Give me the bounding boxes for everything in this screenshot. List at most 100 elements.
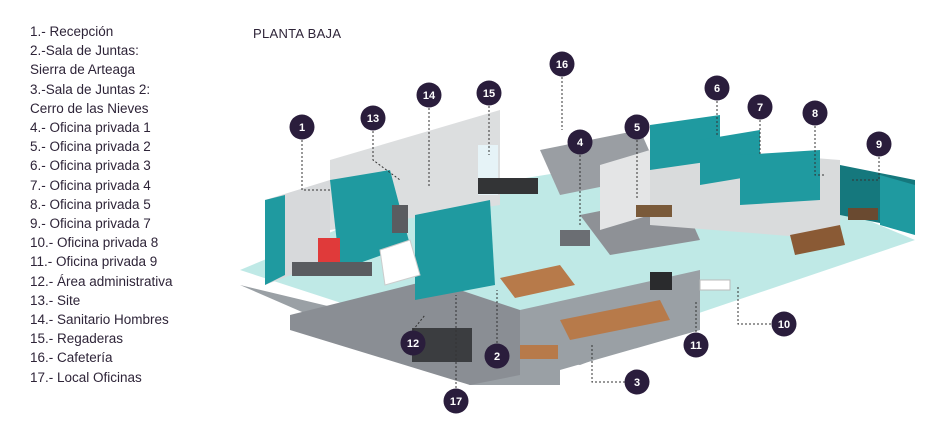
stairs	[379, 239, 421, 286]
legend-item: 3.-Sala de Juntas 2:	[30, 81, 151, 97]
marker-12: 12	[400, 330, 426, 356]
marker-17: 17	[443, 388, 469, 414]
legend-item: 8.- Oficina privada 5	[30, 196, 151, 212]
reception-shelf	[318, 238, 340, 262]
marker-11: 11	[683, 332, 709, 358]
leader-line	[814, 126, 825, 176]
marker-label: 14	[423, 90, 436, 102]
marker-circle	[443, 388, 469, 414]
marker-label: 2	[494, 351, 500, 363]
marker-circle	[866, 131, 892, 157]
meeting-table-3	[560, 300, 670, 340]
marker-label: 10	[778, 319, 790, 331]
marker-label: 17	[450, 396, 462, 408]
leader-line	[412, 314, 426, 331]
marker-label: 6	[714, 83, 720, 95]
marker-5: 5	[624, 114, 650, 140]
legend-item: 7.- Oficina privada 4	[30, 177, 151, 193]
marker-circle	[567, 129, 593, 155]
marker-label: 5	[634, 122, 640, 134]
marker-label: 16	[556, 59, 568, 71]
marker-7: 7	[747, 94, 773, 120]
marker-circle	[289, 114, 315, 140]
legend-item: 11.- Oficina privada 9	[30, 254, 158, 270]
lounge-tv	[650, 272, 672, 290]
legend-item: Sierra de Arteaga	[30, 62, 136, 78]
floor-title: PLANTA BAJA	[253, 26, 342, 41]
leader-line	[372, 131, 401, 181]
legend-item: 2.-Sala de Juntas:	[30, 43, 139, 59]
marker-circle	[624, 114, 650, 140]
marker-6: 6	[704, 75, 730, 101]
legend-item: 15.- Regaderas	[30, 331, 124, 347]
legend-item: 13.- Site	[30, 292, 81, 308]
legend-item: Cerro de las Nieves	[30, 100, 149, 116]
marker-circle	[360, 105, 386, 131]
legend-item: 14.- Sanitario Hombres	[30, 312, 169, 328]
marker-label: 13	[367, 113, 379, 125]
legend-item: 1.- Recepción	[30, 24, 114, 39]
marker-1: 1	[289, 114, 315, 140]
marker-label: 9	[876, 139, 882, 151]
office2-desk	[636, 205, 672, 217]
leader-line	[301, 140, 330, 191]
server-rack	[392, 205, 408, 233]
marker-3: 3	[624, 369, 650, 395]
legend-item: 17.- Local Oficinas	[30, 369, 142, 385]
meeting-table-2	[500, 265, 575, 298]
marker-circle	[416, 82, 442, 108]
wall-teal-site	[330, 170, 410, 270]
marker-10: 10	[771, 311, 797, 337]
marker-circle	[771, 311, 797, 337]
legend-item: 10.- Oficina privada 8	[30, 235, 159, 251]
marker-15: 15	[476, 80, 502, 106]
marker-circle	[400, 330, 426, 356]
marker-label: 3	[634, 377, 640, 389]
wall-teal-reception	[265, 195, 285, 285]
office8-table	[790, 225, 845, 255]
wall-teal-office5	[740, 150, 820, 205]
legend-item: 16.- Cafetería	[30, 350, 113, 366]
lounge-table	[699, 279, 731, 291]
leader-line	[737, 285, 771, 325]
marker-label: 11	[690, 340, 702, 352]
legend-item: 5.- Oficina privada 2	[30, 139, 151, 155]
marker-8: 8	[802, 100, 828, 126]
legend-list: 1.- Recepción 2.-Sala de Juntas: Sierra …	[30, 22, 230, 387]
office1-desk	[560, 230, 590, 246]
marker-4: 4	[567, 129, 593, 155]
marker-circle	[476, 80, 502, 106]
marker-circle	[484, 343, 510, 369]
marker-circle	[624, 369, 650, 395]
reception-desk	[292, 262, 372, 276]
marker-label: 7	[757, 102, 763, 114]
marker-circle	[704, 75, 730, 101]
marker-label: 15	[483, 88, 495, 100]
marker-label: 1	[299, 122, 305, 134]
legend-item: 12.- Área administrativa	[30, 273, 173, 289]
sink-counter	[478, 178, 538, 194]
marker-16: 16	[549, 51, 575, 77]
marker-label: 8	[812, 108, 818, 120]
admin-cabinet	[520, 345, 558, 359]
marker-9: 9	[866, 131, 892, 157]
marker-14: 14	[416, 82, 442, 108]
office9-desk	[848, 208, 878, 220]
legend-item: 6.- Oficina privada 3	[30, 158, 151, 174]
marker-label: 12	[407, 338, 419, 350]
leader-line	[591, 345, 625, 383]
wall-teal-toilets	[415, 200, 495, 300]
legend-item: 4.- Oficina privada 1	[30, 120, 151, 136]
wall-teal-right-edge	[880, 175, 915, 235]
leader-lines	[301, 77, 880, 388]
marker-circle	[683, 332, 709, 358]
marker-2: 2	[484, 343, 510, 369]
marker-circle	[549, 51, 575, 77]
marker-label: 4	[577, 137, 584, 149]
marker-circle	[747, 94, 773, 120]
marker-13: 13	[360, 105, 386, 131]
legend-item: 9.- Oficina privada 7	[30, 216, 151, 232]
marker-circle	[802, 100, 828, 126]
